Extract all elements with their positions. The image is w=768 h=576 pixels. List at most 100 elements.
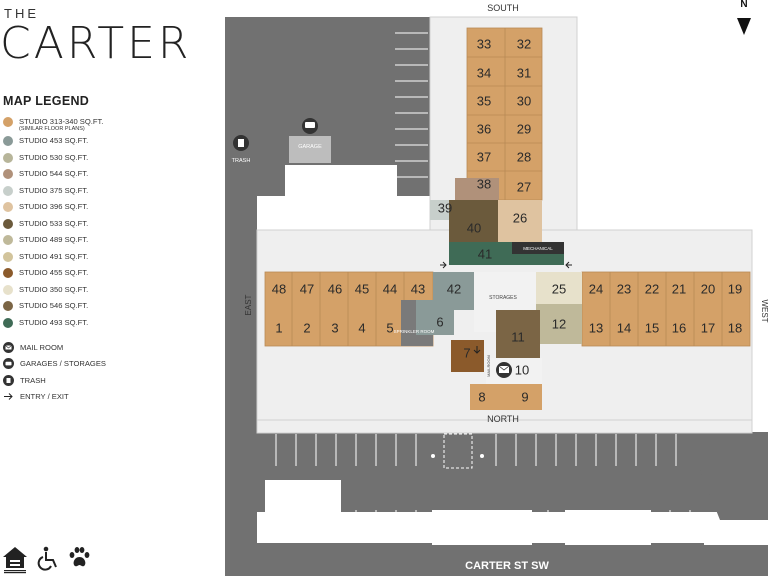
unit-32-label: 32: [517, 37, 531, 52]
unit-dividers: [291, 28, 723, 346]
arrow-icon: [3, 391, 14, 402]
legend-label-text: STUDIO 350 SQ.FT.: [19, 284, 89, 294]
unit-24-label: 24: [589, 282, 603, 297]
legend-item: STUDIO 544 SQ.FT.: [3, 169, 223, 186]
key-list: MAIL ROOM GARAGES / STORAGES TRASH ENTRY…: [3, 339, 223, 405]
unit-44-label: 44: [383, 282, 397, 297]
svg-text:N: N: [740, 0, 747, 10]
key-entry-exit: ENTRY / EXIT: [3, 389, 223, 406]
unit-4-label: 4: [358, 321, 365, 336]
unit-3-label: 3: [331, 321, 338, 336]
legend-panel: THE CARTER MAP LEGEND STUDIO 313-340 SQ.…: [0, 0, 225, 576]
key-label: ENTRY / EXIT: [20, 392, 69, 402]
unit-5-label: 5: [386, 321, 393, 336]
legend-swatch: [3, 268, 13, 278]
unit-35-label: 35: [477, 94, 491, 109]
legend-swatch: [3, 202, 13, 212]
unit-9-label: 9: [521, 390, 528, 405]
road-west-vertical: [225, 143, 257, 576]
legend-item: STUDIO 350 SQ.FT.: [3, 284, 223, 302]
unit-19-label: 19: [728, 282, 742, 297]
road-carter-st: [225, 543, 768, 576]
mail-icon: [3, 341, 14, 353]
unit-46-label: 46: [328, 282, 342, 297]
unit-8-label: 8: [478, 390, 485, 405]
legend-label-text: STUDIO 530 SQ.FT.: [19, 152, 89, 162]
trash-icon: [3, 374, 14, 386]
unit-20-label: 20: [701, 282, 715, 297]
south-label: SOUTH: [487, 3, 519, 13]
unit-26-label: 26: [513, 211, 527, 226]
legend-label-text: STUDIO 546 SQ.FT.: [19, 301, 89, 310]
unit-33-label: 33: [477, 37, 491, 52]
mechanical-label: MECHANICAL: [523, 246, 553, 251]
unit-48-label: 48: [272, 282, 286, 297]
pet-friendly-icon: [69, 547, 90, 567]
garage-icon: [3, 358, 14, 370]
parking-stalls: [275, 32, 691, 542]
legend-label: STUDIO 350 SQ.FT.: [19, 285, 88, 294]
unit-40-label: 40: [467, 221, 481, 236]
legend-label: STUDIO 546 SQ.FT.: [19, 301, 88, 310]
key-garages: GARAGES / STORAGES: [3, 356, 223, 373]
unit-10-label: 10: [515, 363, 529, 378]
compass-icon: N: [737, 0, 751, 35]
unit-16-label: 16: [672, 321, 686, 336]
legend-swatch: [3, 136, 13, 146]
equal-housing-icon: [3, 547, 27, 574]
unit-28-label: 28: [517, 150, 531, 165]
legend-label-text: STUDIO 493 SQ.FT.: [19, 317, 89, 327]
legend-item: STUDIO 530 SQ.FT.: [3, 152, 223, 170]
legend-swatch: [3, 218, 13, 229]
mailroom-label: MAILROOM: [486, 355, 491, 377]
garage-label: GARAGE: [298, 144, 322, 150]
legend-swatch: [3, 317, 13, 328]
unit-30-label: 30: [517, 94, 531, 109]
east-label: EAST: [244, 294, 253, 315]
accessible-icon: [37, 546, 57, 571]
unit-11-label: 11: [511, 330, 525, 345]
legend-swatch: [3, 185, 13, 196]
unit-12-label: 12: [552, 317, 566, 332]
legend-label-text: STUDIO 313-340 SQ.FT.: [19, 117, 104, 126]
legend-note: (SIMILAR FLOOR PLANS): [19, 126, 85, 132]
legend-swatch: [3, 235, 13, 245]
unit-1-label: 1: [275, 321, 282, 336]
legend-label: STUDIO 489 SQ.FT.: [19, 235, 88, 244]
unit-29-label: 29: [517, 122, 531, 137]
unit-45-label: 45: [355, 282, 369, 297]
unit-18-label: 18: [728, 321, 742, 336]
key-label: TRASH: [20, 375, 46, 385]
unit-21-label: 21: [672, 282, 686, 297]
unit-17-label: 17: [701, 321, 715, 336]
unit-47-label: 47: [300, 282, 314, 297]
legend-label: STUDIO 544 SQ.FT.: [19, 169, 88, 178]
legend-label-text: STUDIO 533 SQ.FT.: [19, 218, 89, 228]
legend-label-text: STUDIO 491 SQ.FT.: [19, 251, 89, 261]
legend-item: STUDIO 375 SQ.FT.: [3, 185, 223, 203]
unit-34-label: 34: [477, 66, 491, 81]
brand-the: THE: [4, 6, 39, 21]
unit-25-label: 25: [552, 282, 566, 297]
legend-label-text: STUDIO 396 SQ.FT.: [19, 202, 89, 211]
legend-swatch: [3, 251, 13, 262]
storages-label: STORAGES: [489, 295, 517, 301]
accessible-spots: [431, 454, 484, 458]
key-mail-room: MAIL ROOM: [3, 339, 223, 356]
legend-label: STUDIO 453 SQ.FT.: [19, 136, 88, 145]
entry-arrows: [440, 261, 572, 354]
legend-item: STUDIO 396 SQ.FT.: [3, 202, 223, 219]
legend-label: STUDIO 375 SQ.FT.: [19, 186, 88, 195]
legend-label: STUDIO 313-340 SQ.FT.(SIMILAR FLOOR PLAN…: [19, 117, 103, 132]
legend-label-text: STUDIO 544 SQ.FT.: [19, 169, 89, 178]
unit-27-label: 27: [517, 180, 531, 195]
brand-logo: CARTER: [0, 18, 192, 69]
legend-label: STUDIO 491 SQ.FT.: [19, 252, 88, 261]
roads: [225, 17, 768, 576]
key-label: GARAGES / STORAGES: [20, 359, 106, 369]
legend-item: STUDIO 313-340 SQ.FT.(SIMILAR FLOOR PLAN…: [3, 117, 223, 136]
street-label: CARTER ST SW: [465, 560, 549, 572]
legend-label-text: STUDIO 453 SQ.FT.: [19, 136, 89, 145]
sprinkler-label: SPRINKLER ROOM: [394, 329, 435, 334]
